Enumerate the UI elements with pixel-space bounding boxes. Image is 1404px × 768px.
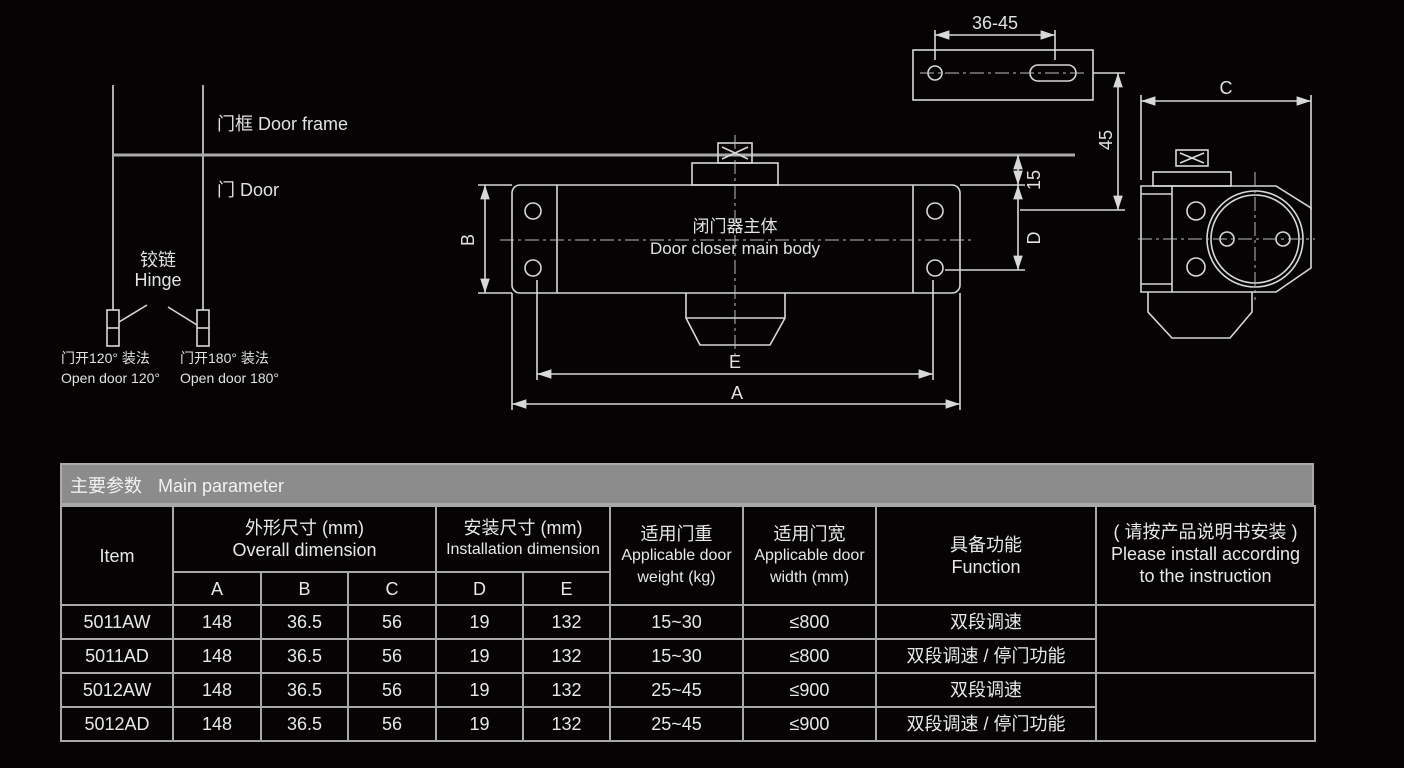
cell-b: 36.5 — [260, 638, 349, 674]
table-row: 5012AW 148 36.5 56 19 132 25~45 ≤900 双段调… — [60, 672, 1316, 742]
cell-a: 148 — [172, 706, 262, 742]
table-title-bar: 主要参数 Main parameter — [60, 463, 1314, 505]
cell-c: 56 — [347, 672, 437, 708]
cell-d: 19 — [435, 604, 524, 640]
cell-note-empty — [1095, 604, 1316, 674]
body-cn-label: 闭门器主体 — [693, 217, 778, 236]
cell-c: 56 — [347, 706, 437, 742]
cell-weight: 15~30 — [609, 604, 744, 640]
open120-cn-label: 门开120° 装法 — [61, 350, 150, 366]
cell-item: 5012AW — [60, 672, 174, 708]
cell-function: 双段调速 / 停门功能 — [875, 706, 1097, 742]
cell-weight: 25~45 — [609, 672, 744, 708]
door-label: 门 Door — [217, 180, 279, 200]
cell-width: ≤900 — [742, 672, 877, 708]
cell-d: 19 — [435, 672, 524, 708]
cell-e: 132 — [522, 706, 611, 742]
cell-d: 19 — [435, 638, 524, 674]
cell-function: 双段调速 — [875, 604, 1097, 640]
open180-en-label: Open door 180° — [180, 370, 279, 386]
cell-item: 5011AW — [60, 604, 174, 640]
cell-item: 5011AD — [60, 638, 174, 674]
dim-36-45-label: 36-45 — [972, 13, 1018, 33]
cell-weight: 15~30 — [609, 638, 744, 674]
cell-e: 132 — [522, 638, 611, 674]
table-title-cn: 主要参数 — [70, 476, 142, 496]
dim-e-label: E — [729, 352, 741, 372]
header-b: B — [260, 571, 349, 606]
closer-front-view: 闭门器主体 Door closer main body B E A 15 D — [458, 135, 1044, 410]
cell-function: 双段调速 / 停门功能 — [875, 638, 1097, 674]
installation-diagram: 门框 Door frame 门 Door 铰链 Hinge 门开120° 装法 … — [61, 13, 1315, 410]
door-frame-schematic: 门框 Door frame 门 Door 铰链 Hinge 门开120° 装法 … — [61, 85, 1075, 386]
cell-c: 56 — [347, 604, 437, 640]
cell-a: 148 — [172, 604, 262, 640]
dim-d-label: D — [1024, 232, 1044, 245]
table-row: 5011AW 148 36.5 56 19 132 15~30 ≤800 双段调… — [60, 604, 1316, 674]
header-e: E — [522, 571, 611, 606]
mounting-bracket: 36-45 45 — [912, 13, 1125, 211]
cell-width: ≤900 — [742, 706, 877, 742]
cell-a: 148 — [172, 638, 262, 674]
cell-width: ≤800 — [742, 604, 877, 640]
dim-c-label: C — [1220, 78, 1233, 98]
header-d: D — [435, 571, 524, 606]
cell-e: 132 — [522, 672, 611, 708]
dim-b-label: B — [458, 234, 478, 246]
cell-width: ≤800 — [742, 638, 877, 674]
header-install: 安装尺寸 (mm)Installation dimension — [435, 505, 611, 573]
cell-c: 56 — [347, 638, 437, 674]
table-title-en: Main parameter — [158, 476, 285, 496]
dim-15-label: 15 — [1024, 170, 1044, 190]
header-item: Item — [60, 505, 174, 606]
cell-a: 148 — [172, 672, 262, 708]
table-row: 5011AD 148 36.5 56 19 132 15~30 ≤800 双段调… — [60, 638, 1315, 674]
dim-a-label: A — [731, 383, 743, 403]
open120-en-label: Open door 120° — [61, 370, 160, 386]
cell-weight: 25~45 — [609, 706, 744, 742]
cell-e: 132 — [522, 604, 611, 640]
dim-45-label: 45 — [1096, 130, 1116, 150]
body-en-label: Door closer main body — [650, 239, 821, 258]
closer-side-view: C — [1138, 78, 1315, 339]
main-parameter-table: 主要参数 Main parameter Item 外形尺寸 (mm)Overall… — [60, 463, 1316, 742]
header-overall: 外形尺寸 (mm)Overall dimension — [172, 505, 437, 573]
cell-item: 5012AD — [60, 706, 174, 742]
cell-b: 36.5 — [260, 604, 349, 640]
hinge-en-label: Hinge — [134, 270, 181, 290]
table-row: 5012AD 148 36.5 56 19 132 25~45 ≤900 双段调… — [60, 706, 1315, 742]
open180-cn-label: 门开180° 装法 — [180, 350, 269, 366]
header-c: C — [347, 571, 437, 606]
cell-d: 19 — [435, 706, 524, 742]
cell-b: 36.5 — [260, 706, 349, 742]
door-frame-label: 门框 Door frame — [217, 114, 348, 134]
header-a: A — [172, 571, 262, 606]
cell-function: 双段调速 — [875, 672, 1097, 708]
cell-b: 36.5 — [260, 672, 349, 708]
cell-note-empty — [1095, 672, 1316, 742]
hinge-cn-label: 铰链 — [140, 250, 176, 270]
